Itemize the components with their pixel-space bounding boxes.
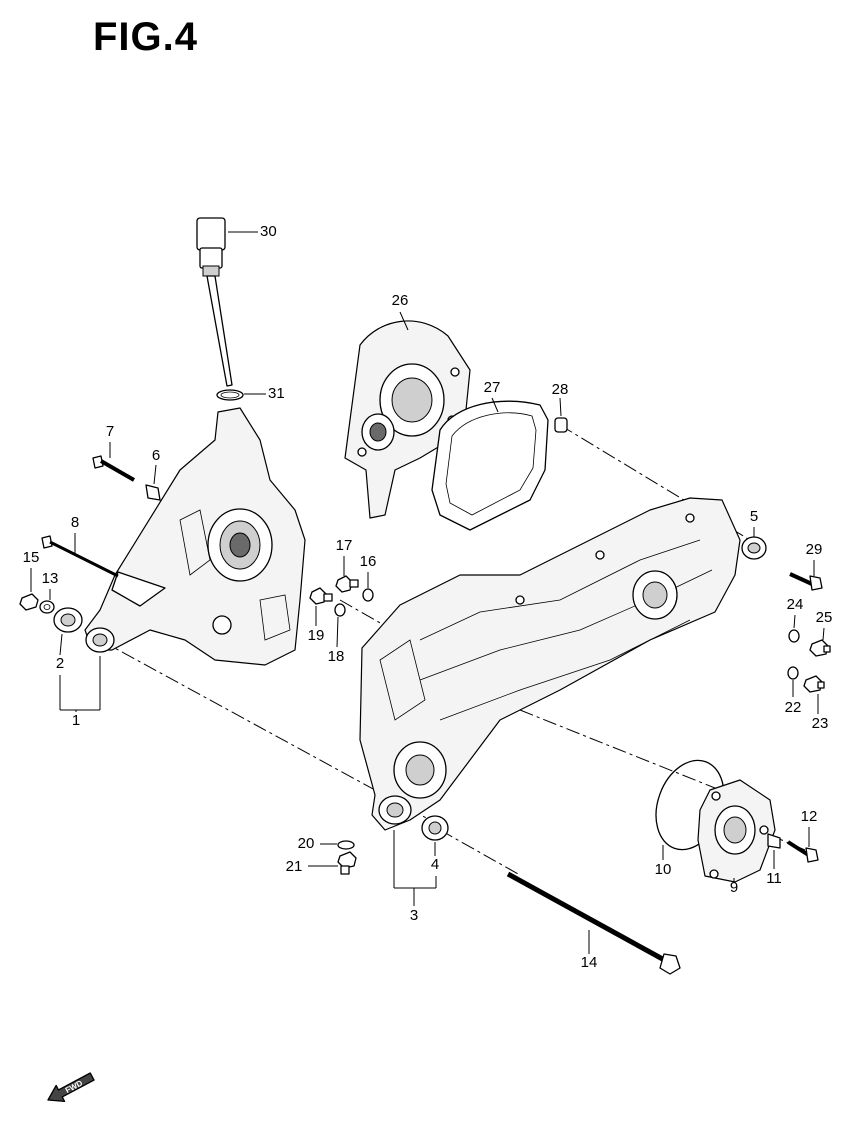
bush-part-2 [53, 607, 83, 633]
callout-19: 19 [308, 627, 325, 644]
bolt-part-8 [41, 533, 119, 578]
callout-9: 9 [730, 879, 738, 896]
gasket-part-20 [320, 840, 355, 850]
oil-gauge-part [196, 217, 258, 387]
bolt-part-25 [809, 627, 831, 657]
callout-18: 18 [328, 648, 345, 665]
right-crankcase-part [359, 497, 741, 831]
fwd-arrow-icon: FWD [47, 1072, 95, 1103]
callout-1: 1 [72, 712, 80, 729]
callout-14: 14 [581, 954, 598, 971]
callout-22: 22 [785, 699, 802, 716]
callout-25: 25 [816, 609, 833, 626]
bolt-part-7 [92, 442, 135, 482]
callout-3: 3 [410, 907, 418, 924]
callout-27: 27 [484, 379, 501, 396]
bolt-part-14 [506, 871, 681, 975]
callout-11: 11 [766, 870, 782, 887]
callout-10: 10 [655, 861, 672, 878]
gasket-part [431, 397, 549, 531]
bolt-part-29 [789, 560, 823, 591]
washer-part-16 [362, 572, 374, 602]
callout-23: 23 [812, 715, 829, 732]
leader-lines-left [30, 568, 101, 712]
bolt-part-23 [803, 675, 825, 714]
dowel-part-11 [767, 833, 781, 869]
callout-28: 28 [552, 381, 569, 398]
drain-bolt-part-21 [308, 851, 357, 875]
washer-part-22 [787, 666, 799, 697]
screw-part-17 [335, 556, 359, 593]
callout-24: 24 [787, 596, 804, 613]
nut-part-15 [19, 593, 39, 611]
callout-30: 30 [260, 223, 277, 240]
washer-part-13 [39, 600, 55, 614]
o-ring-part [216, 389, 266, 401]
washer-part-24 [788, 614, 800, 643]
screw-part-19 [309, 587, 333, 626]
dowel-pin-part [554, 397, 568, 433]
dowel-part-6 [145, 464, 161, 501]
left-crankcase-part [84, 407, 306, 666]
callout-17: 17 [336, 537, 353, 554]
callout-2: 2 [56, 655, 64, 672]
bolt-part-12 [786, 827, 819, 863]
callout-5: 5 [750, 508, 758, 525]
callout-16: 16 [360, 553, 377, 570]
bush-part-5 [741, 527, 767, 560]
callout-12: 12 [801, 808, 818, 825]
washer-part-18 [334, 603, 346, 648]
callout-6: 6 [152, 447, 160, 464]
callout-21: 21 [286, 858, 303, 875]
callout-26: 26 [392, 292, 409, 309]
leader-bracket-3 [393, 830, 437, 906]
bush-part-4 [421, 815, 449, 856]
figure-title: FIG.4 [93, 15, 198, 59]
callout-15: 15 [23, 549, 40, 566]
callout-8: 8 [71, 514, 79, 531]
callout-13: 13 [42, 570, 59, 587]
callout-20: 20 [298, 835, 315, 852]
callout-7: 7 [106, 423, 114, 440]
callout-4: 4 [431, 856, 439, 873]
crankcase-cover-part [344, 311, 471, 519]
cover-part-9 [697, 779, 776, 883]
callout-29: 29 [806, 541, 823, 558]
callout-31: 31 [268, 385, 285, 402]
